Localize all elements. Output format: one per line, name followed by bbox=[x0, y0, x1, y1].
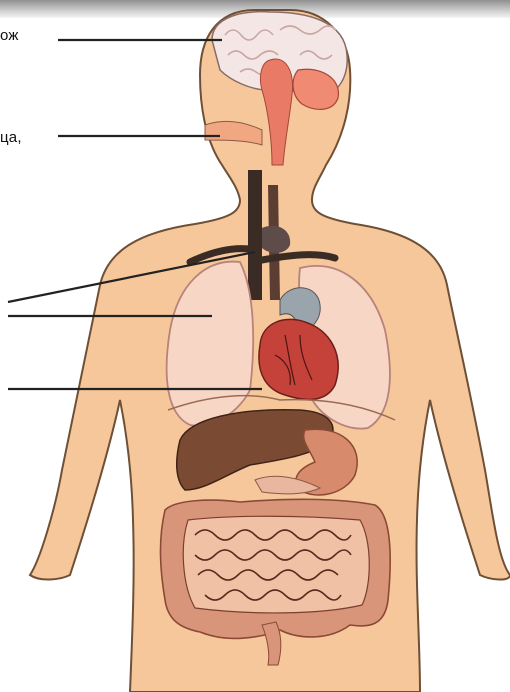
trachea bbox=[248, 170, 262, 300]
label-brain: ож bbox=[0, 27, 19, 44]
label-mouth: ца, bbox=[0, 129, 22, 146]
